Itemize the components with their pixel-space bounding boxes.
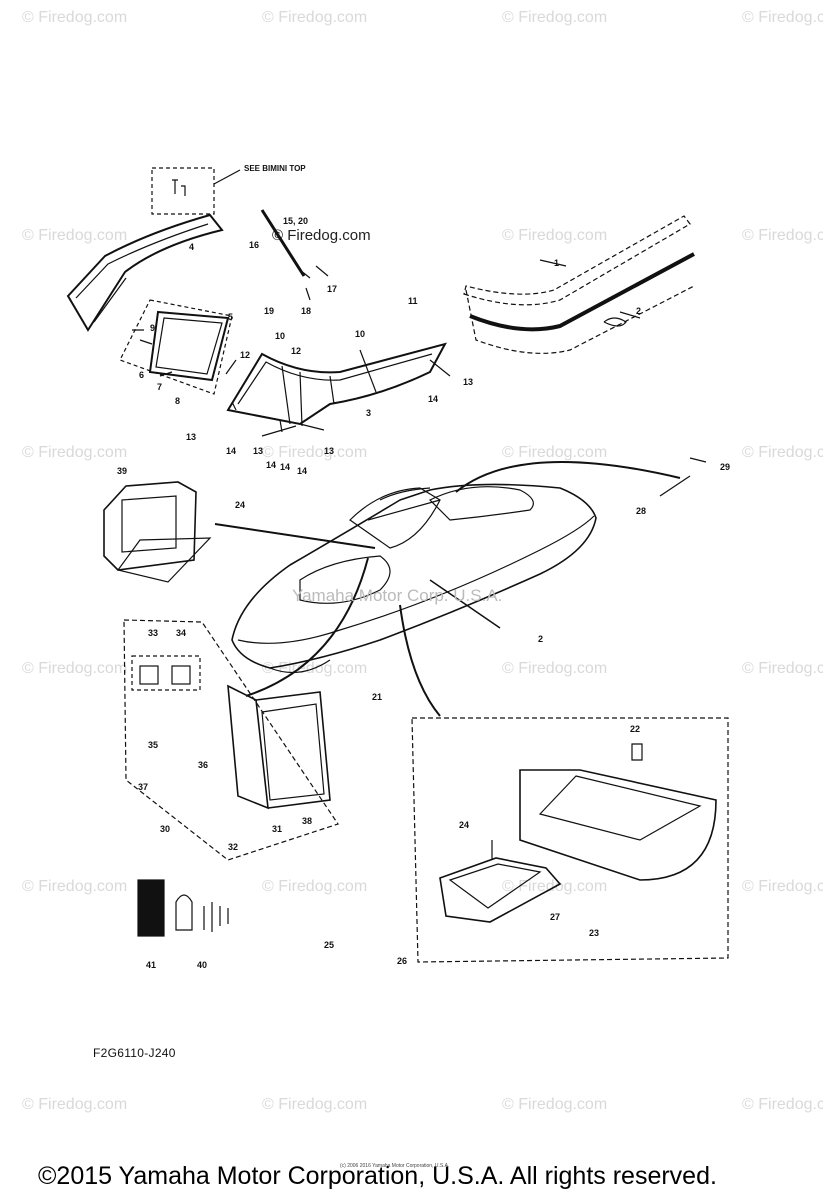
watermark-r2c1: © Firedog.com	[22, 227, 128, 244]
part-label: 23	[589, 928, 600, 938]
part-label: 8	[175, 396, 181, 406]
part-label: 13	[253, 446, 264, 456]
part-label: 21	[372, 692, 383, 702]
watermark-r6c2: © Firedog.com	[262, 1096, 368, 1113]
watermark-r5c4: © Firedog.com	[742, 878, 823, 895]
glove-box-assembly	[103, 481, 212, 583]
part-label: 33	[148, 628, 159, 638]
footer-copyright: ©2015 Yamaha Motor Corporation, U.S.A. A…	[38, 1162, 717, 1190]
watermark-r2c3: © Firedog.com	[502, 227, 608, 244]
part-label: 32	[228, 842, 239, 852]
part-label: 28	[636, 506, 647, 516]
part-label: 14	[297, 466, 308, 476]
part-label: 22	[630, 724, 641, 734]
watermark-r6c3: © Firedog.com	[502, 1096, 608, 1113]
see-bimini-top-note: SEE BIMINI TOP	[244, 164, 306, 173]
part-label: 14	[280, 462, 291, 472]
part-label: 35	[148, 740, 159, 750]
part-label: 24	[235, 500, 246, 510]
part-label: 15, 20	[283, 216, 309, 226]
watermark-r1c4: © Firedog.com	[742, 9, 823, 26]
part-label: 13	[463, 377, 474, 387]
part-label: 6	[139, 370, 145, 380]
watermark-r3c4: © Firedog.com	[742, 444, 823, 461]
part-label: 34	[176, 628, 187, 638]
part-label: 27	[550, 912, 561, 922]
watermark-r1c2: © Firedog.com	[262, 9, 368, 26]
storage-compartment-inset	[411, 717, 729, 963]
part-label: 19	[264, 306, 275, 316]
part-label: 24	[459, 820, 470, 830]
part-label: 14	[266, 460, 277, 470]
watermark-r3c3: © Firedog.com	[502, 444, 608, 461]
part-label: 2	[538, 634, 544, 644]
part-label: 2	[636, 306, 642, 316]
watermark-r6c4: © Firedog.com	[742, 1096, 823, 1113]
watermark-r4c1: © Firedog.com	[22, 660, 128, 677]
watermark-r3c1: © Firedog.com	[22, 444, 128, 461]
leader-21	[399, 604, 441, 717]
small-copyright: (c) 2006 2016 Yamaha Motor Corporation, …	[340, 1163, 450, 1169]
part-label: 5	[228, 312, 234, 322]
part-label: 37	[138, 782, 149, 792]
boat-watermark: Yamaha Motor Corp. U.S.A.	[292, 586, 503, 605]
part-label: 30	[160, 824, 171, 834]
part-label: 25	[324, 940, 335, 950]
part-label: 39	[117, 466, 128, 476]
part-label: 13	[186, 432, 197, 442]
watermark-r4c4: © Firedog.com	[742, 660, 823, 677]
part-label: 10	[355, 329, 366, 339]
part-label: 11	[408, 296, 418, 306]
part-label: 29	[720, 462, 731, 472]
rub-rail	[463, 215, 695, 354]
part-label: 1	[554, 258, 560, 268]
part-label: 17	[327, 284, 338, 294]
part-label: 4	[189, 242, 195, 252]
part-label: 10	[275, 331, 286, 341]
tools-and-manual	[137, 879, 229, 937]
watermark-r5c2: © Firedog.com	[262, 878, 368, 895]
watermark-r3c2: © Firedog.com	[262, 444, 368, 461]
watermark-r5c1: © Firedog.com	[22, 878, 128, 895]
part-label: 18	[301, 306, 312, 316]
part-label: 26	[397, 956, 408, 966]
leader-39	[214, 523, 376, 549]
center-watermark: © Firedog.com	[272, 227, 371, 244]
part-label: 36	[198, 760, 209, 770]
bimini-top-inset	[151, 167, 241, 215]
leader-29	[455, 460, 681, 493]
windshield-frame-left	[66, 213, 224, 332]
diagram-code: F2G6110-J240	[93, 1046, 176, 1060]
part-label: 38	[302, 816, 313, 826]
support-strut	[260, 209, 329, 301]
watermark-r1c3: © Firedog.com	[502, 9, 608, 26]
boat-hull	[231, 483, 597, 674]
part-label: 13	[324, 446, 335, 456]
leader-2	[429, 579, 501, 629]
side-glass-panel	[119, 299, 233, 395]
windshield-glass	[226, 342, 447, 427]
storage-box-group	[123, 619, 339, 861]
part-label: 14	[428, 394, 439, 404]
watermark-r2c4: © Firedog.com	[742, 227, 823, 244]
part-label: 12	[240, 350, 251, 360]
watermark-r4c3: © Firedog.com	[502, 660, 608, 677]
leader-30	[245, 557, 369, 697]
part-label: 14	[226, 446, 237, 456]
watermark-r1c1: © Firedog.com	[22, 9, 128, 26]
part-label: 9	[150, 323, 156, 333]
part-label: 12	[291, 346, 302, 356]
part-label: 16	[249, 240, 260, 250]
part-label: 3	[366, 408, 372, 418]
part-label: 31	[272, 824, 283, 834]
part-label: 41	[146, 960, 157, 970]
watermark-r6c1: © Firedog.com	[22, 1096, 128, 1113]
part-label: 40	[197, 960, 208, 970]
part-label: 7	[157, 382, 163, 392]
